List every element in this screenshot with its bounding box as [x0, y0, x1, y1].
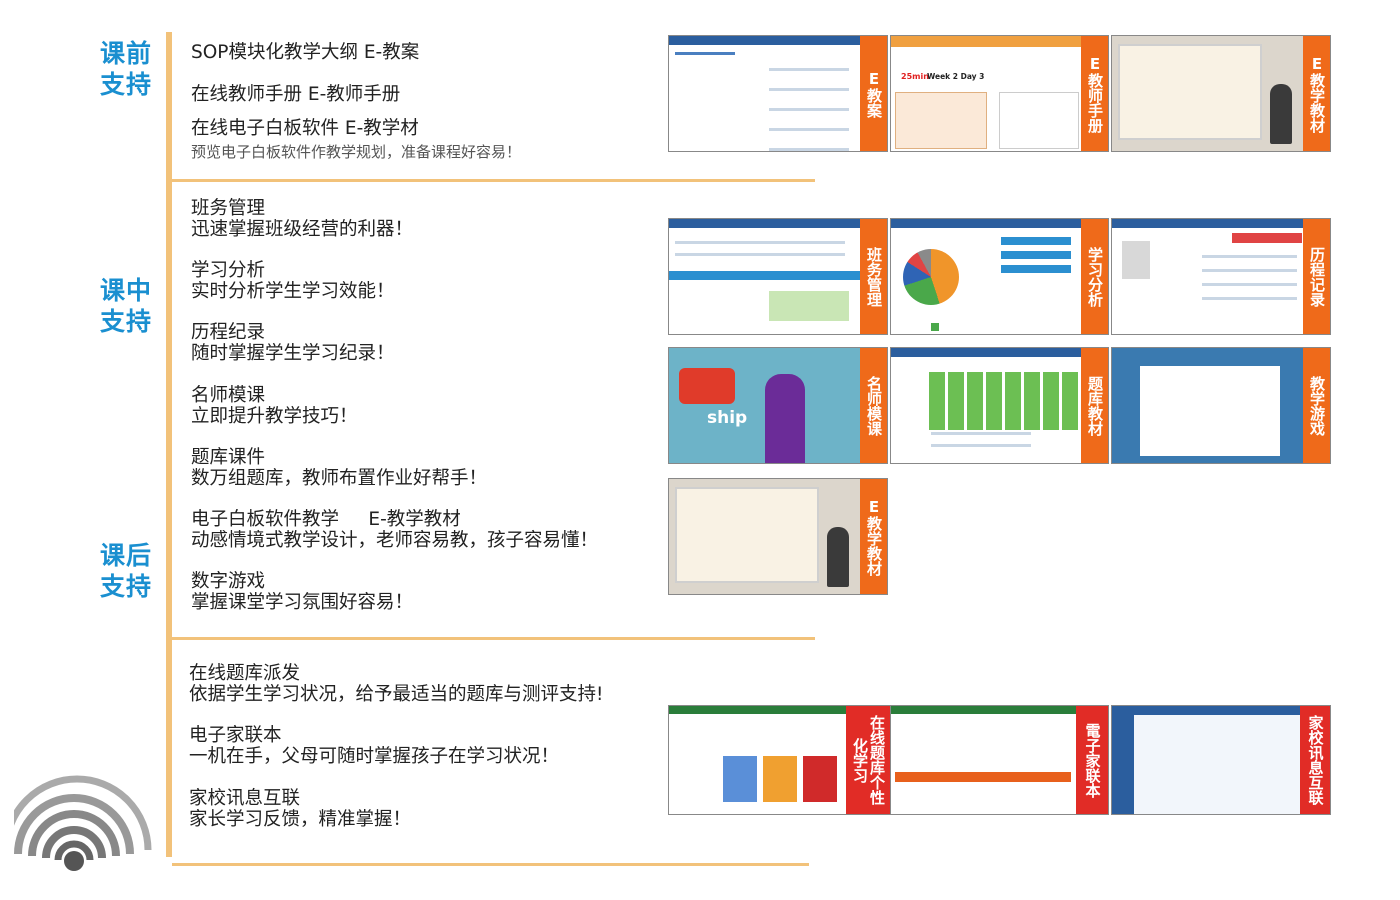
in-item-title: 题库课件 [191, 447, 266, 468]
post-item-title: 在线题库派发 [189, 663, 301, 684]
thumb-history[interactable]: 历程记录 [1111, 218, 1331, 335]
in-item-class-mgmt: 班务管理 迅速掌握班级经营的利器！ [191, 198, 413, 240]
thumb-ship-label: ship [707, 408, 748, 428]
thumb-analysis[interactable]: 学习分析 [890, 218, 1109, 335]
post-item-title: 家校讯息互联 [189, 788, 301, 809]
thumb-label: 班务管理 [865, 246, 883, 307]
post-item-desc: 依据学生学习状况，给予最适当的题库与测评支持! [189, 684, 604, 705]
thumb-label: 教学游戏 [1308, 375, 1326, 436]
thumb-label: 在线题库个性化学习 [851, 715, 886, 805]
section-pre-class: 课前 支持 [100, 38, 160, 100]
in-item-title: 名师模课 [191, 385, 266, 406]
thumb-label: 学习分析 [1086, 246, 1104, 307]
section-post-label: 课后 支持 [100, 541, 153, 601]
in-item-desc: 动感情境式教学设计，老师容易教，孩子容易懂！ [191, 530, 599, 551]
in-item-analysis: 学习分析 实时分析学生学习效能！ [191, 260, 395, 302]
pre-item-2: 在线教师手册 E-教师手册 [191, 84, 401, 105]
thumb-min-label: 25min [901, 72, 929, 81]
thumb-class-mgmt[interactable]: 班务管理 [668, 218, 888, 335]
in-item-desc: 立即提升教学技巧！ [191, 406, 358, 427]
thumb-label: 家校讯息互联 [1306, 715, 1325, 805]
thumb-label: 名师模课 [865, 375, 883, 436]
thumb-label: 历程记录 [1308, 246, 1326, 307]
thumb-label: 電子家联本 [1083, 722, 1102, 798]
thumb-contact-book[interactable]: 電子家联本 [890, 705, 1109, 815]
post-item-title: 电子家联本 [189, 725, 282, 746]
thumb-label: E教学教材 [1308, 54, 1326, 133]
thumb-model-class[interactable]: ship 名师模课 [668, 347, 888, 464]
section-in-label: 课中 支持 [100, 276, 153, 336]
divider-2 [172, 637, 815, 640]
pre-note: 预览电子白板软件作教学规划，准备课程好容易！ [191, 143, 522, 161]
section-pre-label: 课前 支持 [100, 39, 153, 99]
in-item-model-class: 名师模课 立即提升教学技巧！ [191, 385, 358, 427]
post-item-home-school: 家校讯息互联 家长学习反馈，精准掌握！ [189, 788, 411, 830]
in-item-history: 历程纪录 随时掌握学生学习纪录！ [191, 322, 395, 364]
thumb-label: E教案 [865, 69, 883, 118]
thumb-e-manual[interactable]: 25min Week 2 Day 3 E教师手册 [890, 35, 1109, 152]
in-item-title: 电子白板软件教学 E-教学教材 [191, 509, 461, 530]
in-item-title: 数字游戏 [191, 571, 266, 592]
in-item-whiteboard: 电子白板软件教学 E-教学教材 动感情境式教学设计，老师容易教，孩子容易懂！ [191, 509, 598, 551]
thumb-e-material-2[interactable]: E教学教材 [668, 478, 888, 595]
signal-icon [14, 775, 152, 871]
in-item-games: 数字游戏 掌握课堂学习氛围好容易！ [191, 571, 413, 613]
thumb-label: E教师手册 [1086, 54, 1104, 133]
timeline-bar [166, 32, 172, 857]
divider-3 [172, 863, 809, 866]
in-item-title: 历程纪录 [191, 322, 266, 343]
in-item-title: 学习分析 [191, 260, 266, 281]
thumb-games[interactable]: 教学游戏 [1111, 347, 1331, 464]
pre-item-1: SOP模块化教学大纲 E-教案 [191, 42, 420, 63]
in-item-desc: 迅速掌握班级经营的利器！ [191, 219, 414, 240]
thumb-week-label: Week 2 Day 3 [927, 72, 985, 81]
divider-1 [172, 179, 815, 182]
thumb-label: E教学教材 [865, 497, 883, 576]
in-item-desc: 随时掌握学生学习纪录！ [191, 343, 395, 364]
pre-item-3: 在线电子白板软件 E-教学材 [191, 118, 419, 139]
post-item-online-bank: 在线题库派发 依据学生学习状况，给予最适当的题库与测评支持! [189, 663, 603, 705]
section-in-class: 课中 支持 [100, 275, 160, 337]
thumb-home-school[interactable]: 家校讯息互联 [1111, 705, 1331, 815]
thumb-question-bank[interactable]: 题库教材 [890, 347, 1109, 464]
in-item-desc: 数万组题库，教师布置作业好帮手！ [191, 468, 488, 489]
post-item-desc: 家长学习反馈，精准掌握！ [189, 809, 412, 830]
in-item-desc: 实时分析学生学习效能！ [191, 281, 395, 302]
post-item-contact-book: 电子家联本 一机在手，父母可随时掌握孩子在学习状况！ [189, 725, 559, 767]
thumb-e-lesson[interactable]: E教案 [668, 35, 888, 152]
post-item-desc: 一机在手，父母可随时掌握孩子在学习状况！ [189, 746, 560, 767]
thumb-label: 题库教材 [1086, 375, 1104, 436]
thumb-online-bank[interactable]: 在线题库个性化学习 [668, 705, 891, 815]
in-item-title: 班务管理 [191, 198, 266, 219]
thumb-e-material-1[interactable]: E教学教材 [1111, 35, 1331, 152]
in-item-desc: 掌握课堂学习氛围好容易！ [191, 592, 414, 613]
in-item-question-bank: 题库课件 数万组题库，教师布置作业好帮手！ [191, 447, 487, 489]
section-post-class: 课后 支持 [100, 540, 160, 602]
